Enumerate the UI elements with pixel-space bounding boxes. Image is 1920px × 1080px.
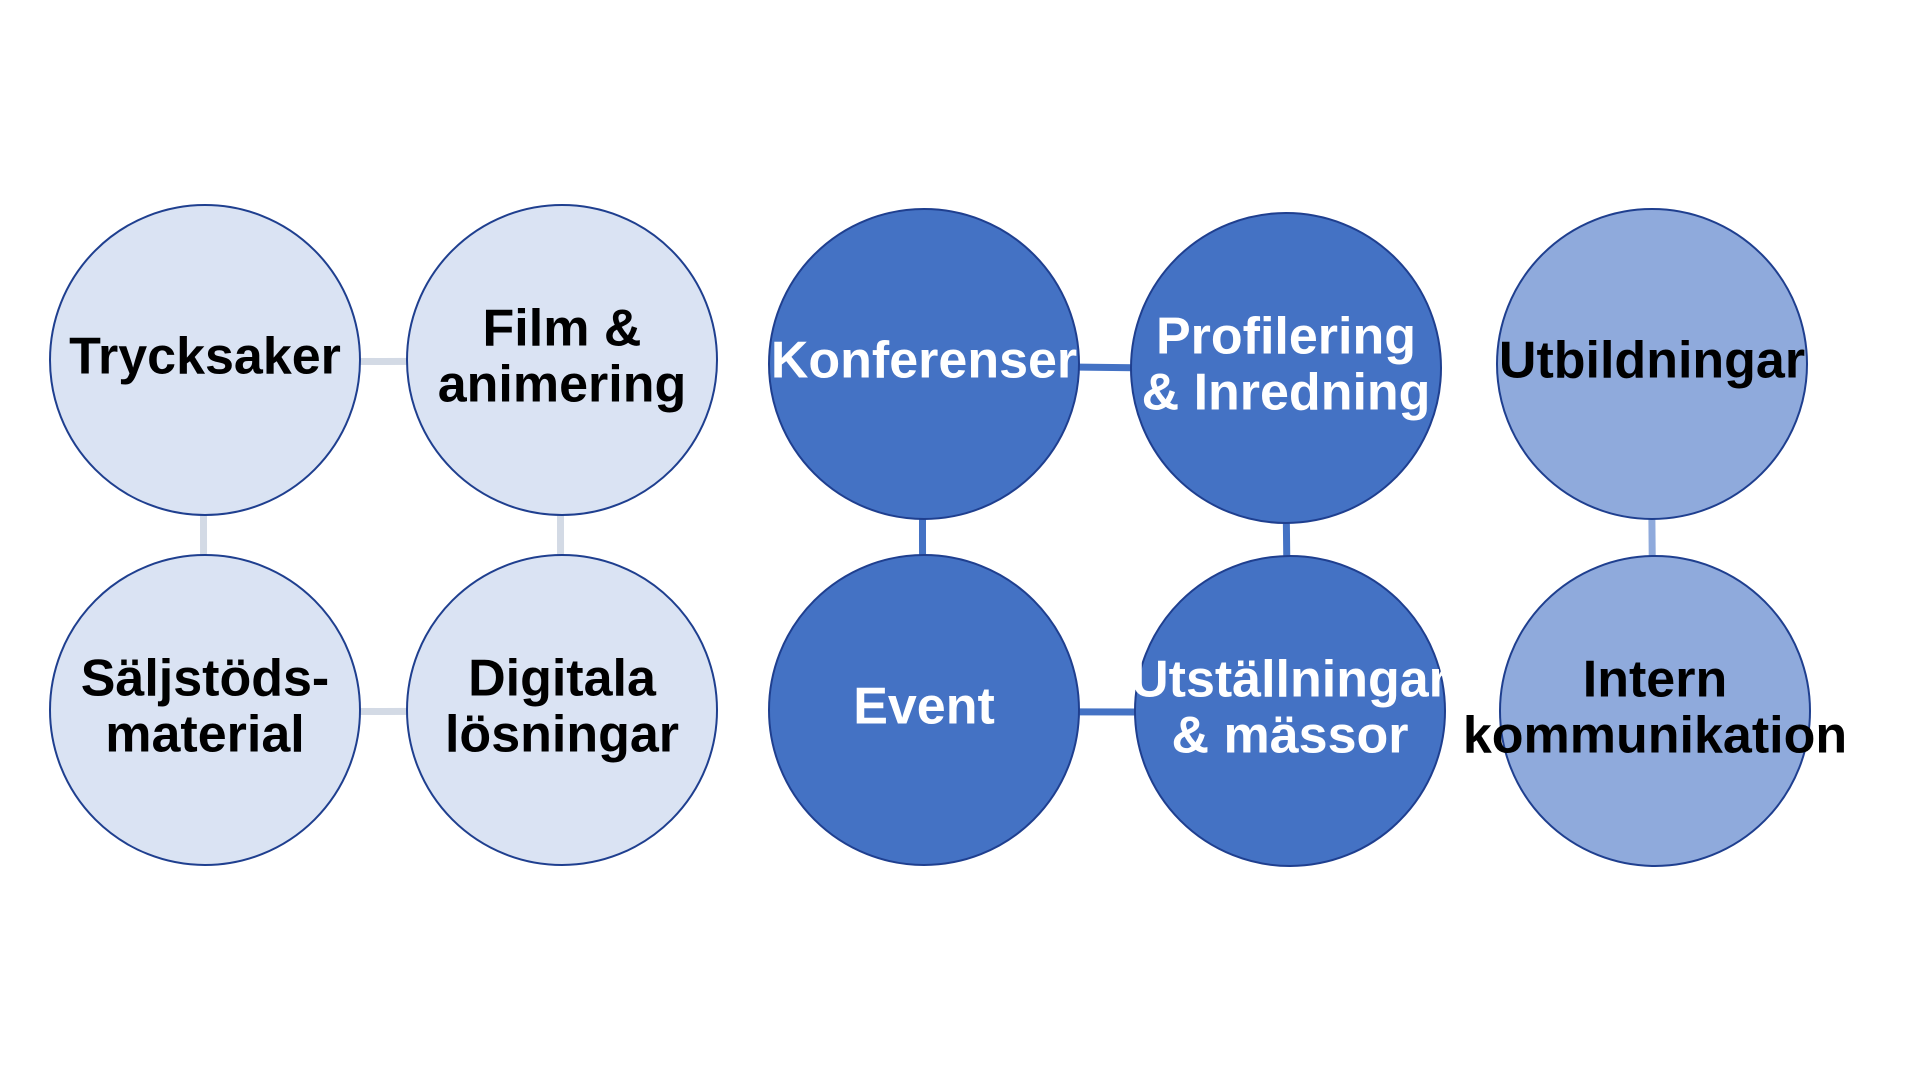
node-utstallningar-massor: Utställningar& mässor <box>1131 555 1449 867</box>
node-label-film-animering-line-1: Film & <box>483 300 642 358</box>
node-circle-saljstodsmaterial <box>49 554 361 866</box>
node-konferenser: Konferenser <box>768 208 1080 520</box>
node-circle-film-animering <box>406 204 718 516</box>
node-circle-utstallningar-massor <box>1134 555 1446 867</box>
node-circle-utbildningar <box>1496 208 1808 520</box>
node-label-saljstodsmaterial-line-1: Säljstöds- <box>81 650 330 708</box>
node-film-animering: Film &animering <box>406 204 718 516</box>
node-label-film-animering-line-2: animering <box>438 356 687 414</box>
node-label-digitala-losningar-line-1: Digitala <box>468 650 657 708</box>
node-label-profilering-inredning-line-1: Profilering <box>1156 308 1416 366</box>
node-label-saljstodsmaterial-line-2: material <box>105 706 304 764</box>
node-circle-intern-kommunikation <box>1499 555 1811 867</box>
node-circle-digitala-losningar <box>406 554 718 866</box>
node-profilering-inredning: Profilering& Inredning <box>1130 212 1442 524</box>
node-label-digitala-losningar-line-2: lösningar <box>445 706 679 764</box>
node-circle-profilering-inredning <box>1130 212 1442 524</box>
node-label-intern-kommunikation-line-1: Intern <box>1583 651 1727 709</box>
node-utbildningar: Utbildningar <box>1496 208 1808 520</box>
node-label-utstallningar-massor-line-2: & mässor <box>1172 707 1409 765</box>
node-label-profilering-inredning-line-2: & Inredning <box>1142 364 1431 422</box>
node-label-utstallningar-massor-line-1: Utställningar <box>1131 651 1449 709</box>
node-circle-event <box>768 554 1080 866</box>
node-label-intern-kommunikation-line-2: kommunikation <box>1463 707 1847 765</box>
node-label-event-line-1: Event <box>853 678 995 736</box>
node-circle-trycksaker <box>49 204 361 516</box>
node-saljstodsmaterial: Säljstöds-material <box>49 554 361 866</box>
node-circle-konferenser <box>768 208 1080 520</box>
node-trycksaker: Trycksaker <box>49 204 361 516</box>
node-label-utbildningar-line-1: Utbildningar <box>1499 332 1805 390</box>
node-event: Event <box>768 554 1080 866</box>
node-label-trycksaker-line-1: Trycksaker <box>69 328 341 386</box>
node-label-konferenser-line-1: Konferenser <box>771 332 1077 390</box>
